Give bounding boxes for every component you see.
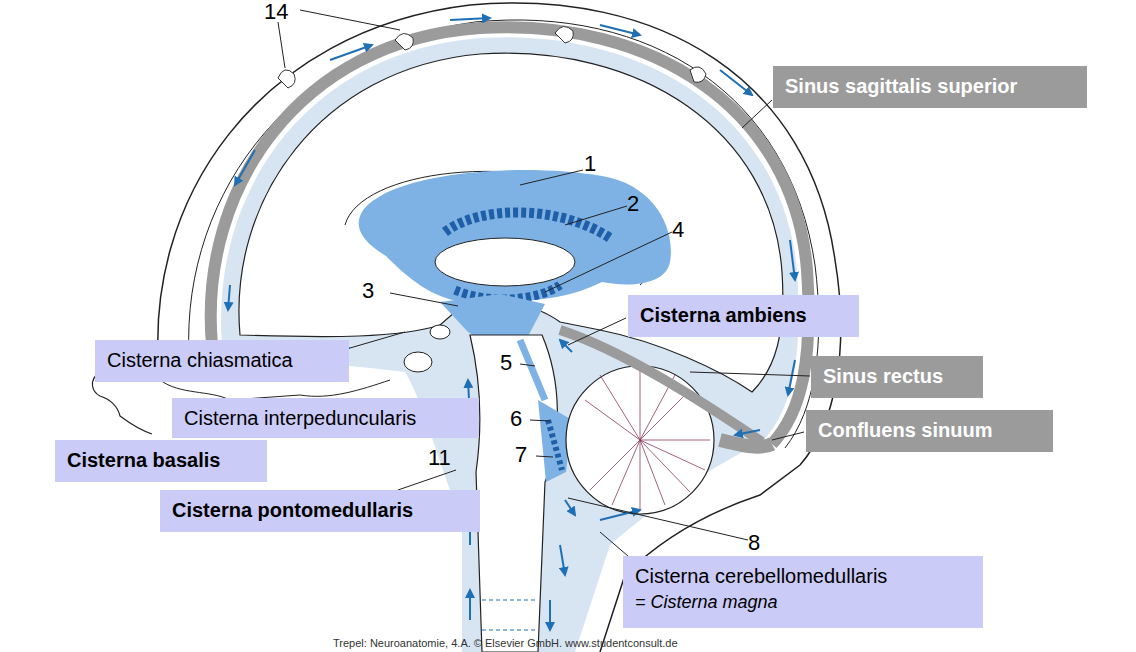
box-text: Cisterna basalis (67, 446, 255, 474)
sinus-box: Sinus sagittalis superior (773, 66, 1087, 108)
callout-number: 7 (515, 443, 527, 467)
callout-number: 1 (584, 152, 596, 176)
box-text: Cisterna cerebellomedullaris (635, 562, 971, 590)
box-text: Cisterna pontomedullaris (172, 496, 468, 524)
callout-number: 6 (510, 407, 522, 431)
box-text: Cisterna interpeduncularis (184, 404, 467, 432)
box-text: Confluens sinuum (818, 416, 1041, 444)
callout-number: 5 (500, 351, 512, 375)
box-text: Cisterna ambiens (640, 301, 847, 329)
box-text: Sinus rectus (823, 362, 971, 390)
box-subtext: = Cisterna magna (635, 590, 971, 614)
sinus-box: Sinus rectus (811, 356, 983, 398)
callout-number: 14 (264, 0, 288, 24)
callout-number: 8 (748, 531, 760, 555)
callout-number: 2 (627, 192, 639, 216)
cistern-box: Cisterna cerebellomedullaris= Cisterna m… (623, 556, 983, 628)
sinus-box: Confluens sinuum (806, 410, 1053, 452)
cistern-box: Cisterna chiasmatica (95, 340, 349, 382)
cistern-box: Cisterna basalis (55, 440, 267, 482)
cistern-box: Cisterna interpeduncularis (172, 398, 479, 438)
cistern-box: Cisterna pontomedullaris (160, 490, 480, 532)
source-caption: Trepel: Neuroanatomie, 4.A. © Elsevier G… (333, 637, 678, 650)
box-text: Cisterna chiasmatica (107, 346, 337, 374)
box-text: Sinus sagittalis superior (785, 72, 1075, 100)
callout-number: 3 (362, 279, 374, 303)
callout-number: 11 (428, 446, 451, 470)
callout-number: 4 (672, 218, 684, 242)
cistern-box: Cisterna ambiens (628, 295, 859, 337)
